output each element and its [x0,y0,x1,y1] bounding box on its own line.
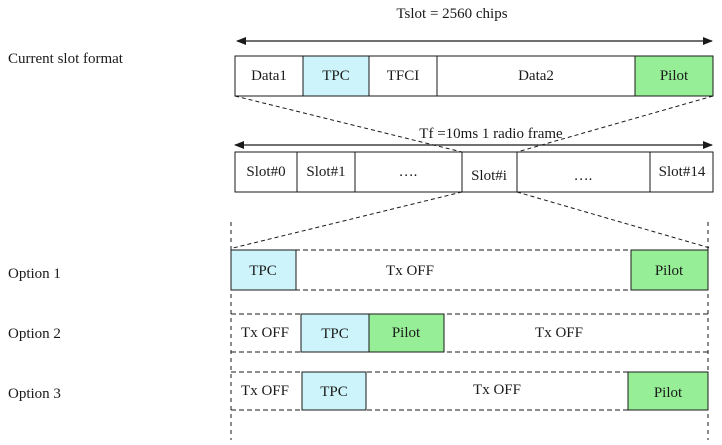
slot-expansion-line-left [234,95,463,153]
option-3-txoff-mid-label: Tx OFF [473,382,521,398]
option-3-txoff-left-label: Tx OFF [241,383,289,399]
option-1-tpc-label: TPC [249,263,277,279]
slot-ellipsis-left [354,151,463,193]
field-data2-label: Data2 [518,68,554,84]
option-3-tpc [301,371,367,411]
tf-label: Tf =10ms 1 radio frame [419,126,563,142]
option-3-bar: Tx OFF TPC Tx OFF Pilot [231,371,709,411]
current-slot-format-label: Current slot format [8,51,124,67]
slot-i-label: Slot#i [471,168,507,184]
option-1-label: Option 1 [8,266,61,282]
option-1-bar: TPC Tx OFF Pilot [230,249,709,291]
slot-ellipsis-right-label: …. [574,168,593,184]
current-slot-format-bar: Data1 TPC TFCI Data2 Pilot [234,55,714,97]
option-2-pilot-label: Pilot [392,325,421,341]
slot-expansion-line-right [516,95,714,153]
option-2-pilot [368,313,445,353]
option-2-label: Option 2 [8,326,61,342]
field-tpc [302,55,370,97]
slot-ellipsis-right [516,151,651,193]
option-3-pilot [627,371,709,411]
slot-0-label: Slot#0 [246,164,285,180]
option-expansion-line-right [516,191,711,249]
option-1-pilot [630,249,709,291]
option-2-tpc [300,313,370,353]
option-3-pilot-label: Pilot [654,385,683,401]
slot-ellipsis-left-label: …. [399,164,418,180]
option-1-tpc [230,249,297,291]
option-2-txoff-left-label: Tx OFF [241,325,289,341]
option-expansion-line-left [232,191,463,249]
option-1-pilot-label: Pilot [655,263,684,279]
slot-i [461,151,518,193]
option-3-label: Option 3 [8,386,61,402]
field-tfci-label: TFCI [387,68,420,84]
field-tfci [368,55,438,97]
field-data1-label: Data1 [251,68,287,84]
tslot-label: Tslot = 2560 chips [396,6,507,22]
slot-0 [234,151,298,193]
radio-frame-bar: Slot#0 Slot#1 …. Slot#i …. Slot#14 [234,151,714,193]
slot-14 [649,151,714,193]
option-2-txoff-right-label: Tx OFF [535,325,583,341]
option-2-tpc-label: TPC [321,326,349,342]
field-pilot [634,55,714,97]
field-tpc-label: TPC [322,68,350,84]
field-pilot-label: Pilot [660,68,689,84]
option-1-txoff-label: Tx OFF [386,263,434,279]
slot-1 [296,151,356,193]
option-2-bar: Tx OFF TPC Pilot Tx OFF [231,313,708,353]
option-3-tpc-label: TPC [320,384,348,400]
slot-1-label: Slot#1 [306,164,345,180]
slot-14-label: Slot#14 [659,164,706,180]
